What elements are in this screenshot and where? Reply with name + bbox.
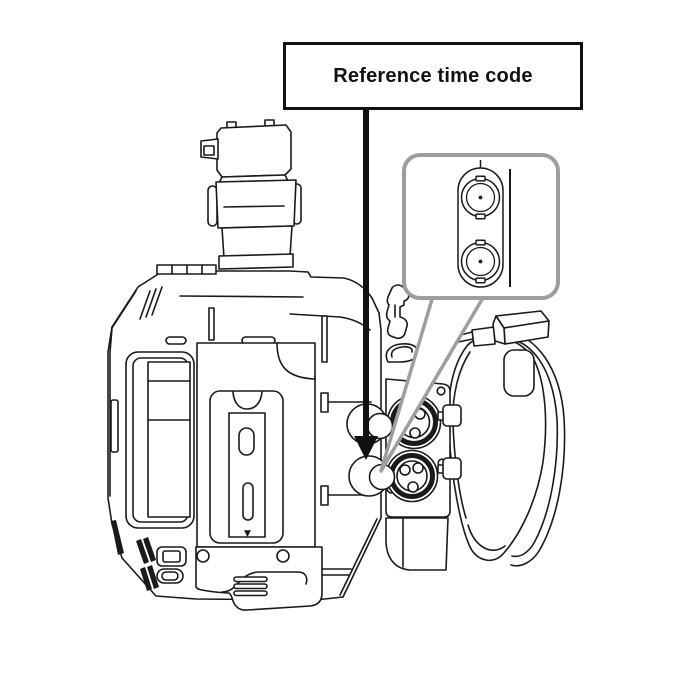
grip-strap-outer xyxy=(499,330,566,567)
strap-lug-left xyxy=(165,336,187,345)
base-vent-slot xyxy=(233,590,268,597)
body-front-edge-line xyxy=(109,290,137,497)
evf-column-upper xyxy=(215,179,297,229)
annotation-label-box: Reference time code xyxy=(283,42,583,110)
cable-hook-inner-line xyxy=(390,345,413,358)
xlr-latch-bottom xyxy=(442,457,462,480)
bottom-button-inner xyxy=(162,550,181,563)
base-plate-inner-curve xyxy=(221,571,308,593)
callout-content xyxy=(457,160,511,288)
battery-slider-marker: ▼ xyxy=(244,529,251,539)
callout-tail-lines xyxy=(379,294,486,473)
annotation-label-text: Reference time code xyxy=(333,64,533,87)
grip-contour-bottom xyxy=(467,524,506,551)
grip-strap-inner xyxy=(504,337,559,558)
evf-column-line xyxy=(223,205,285,208)
evf-box xyxy=(216,124,292,178)
callout-bnc-bottom xyxy=(460,239,501,284)
strap-end-piece xyxy=(471,326,496,347)
evf-lock-lever-inner xyxy=(203,145,215,156)
strap-buckle-side xyxy=(492,315,506,345)
chamfer-lines xyxy=(139,286,163,320)
base-vent-slot xyxy=(233,576,268,583)
base-vent-slot xyxy=(233,583,268,590)
viewfinder-assembly xyxy=(200,119,302,270)
callout-bnc-top xyxy=(460,175,501,220)
side-recess-inner xyxy=(147,361,191,518)
belt-hook xyxy=(385,284,410,340)
battery-finger-notch xyxy=(232,391,263,410)
panel-screw-hole xyxy=(436,386,446,396)
battery-latch-slot xyxy=(238,427,255,456)
down-arrow-icon xyxy=(354,110,378,460)
seam-bar-left xyxy=(208,307,215,341)
grip-pad-hatches xyxy=(111,520,159,591)
bottom-oval-slot-inner xyxy=(161,571,179,581)
battery-panel-corner-curve xyxy=(276,342,316,380)
side-tab xyxy=(110,399,119,453)
side-recess-lines xyxy=(147,380,191,421)
base-screw-hole xyxy=(196,549,210,563)
xlr-connector-bottom xyxy=(385,449,439,503)
evf-column-lower xyxy=(221,225,293,259)
base-screw-hole xyxy=(276,549,290,563)
evf-column-flange xyxy=(218,253,294,270)
xlr-latch-top xyxy=(442,404,462,427)
callout xyxy=(379,153,560,473)
tc-bnc-top-tip xyxy=(366,412,394,440)
grip-lower-pouch xyxy=(385,517,449,571)
accessory-rail-dividers xyxy=(171,264,203,275)
hand-grip xyxy=(447,310,566,567)
grip-thumb-rest xyxy=(503,349,535,397)
seam-bar-right xyxy=(321,315,328,363)
battery-slider-slot xyxy=(242,482,254,521)
